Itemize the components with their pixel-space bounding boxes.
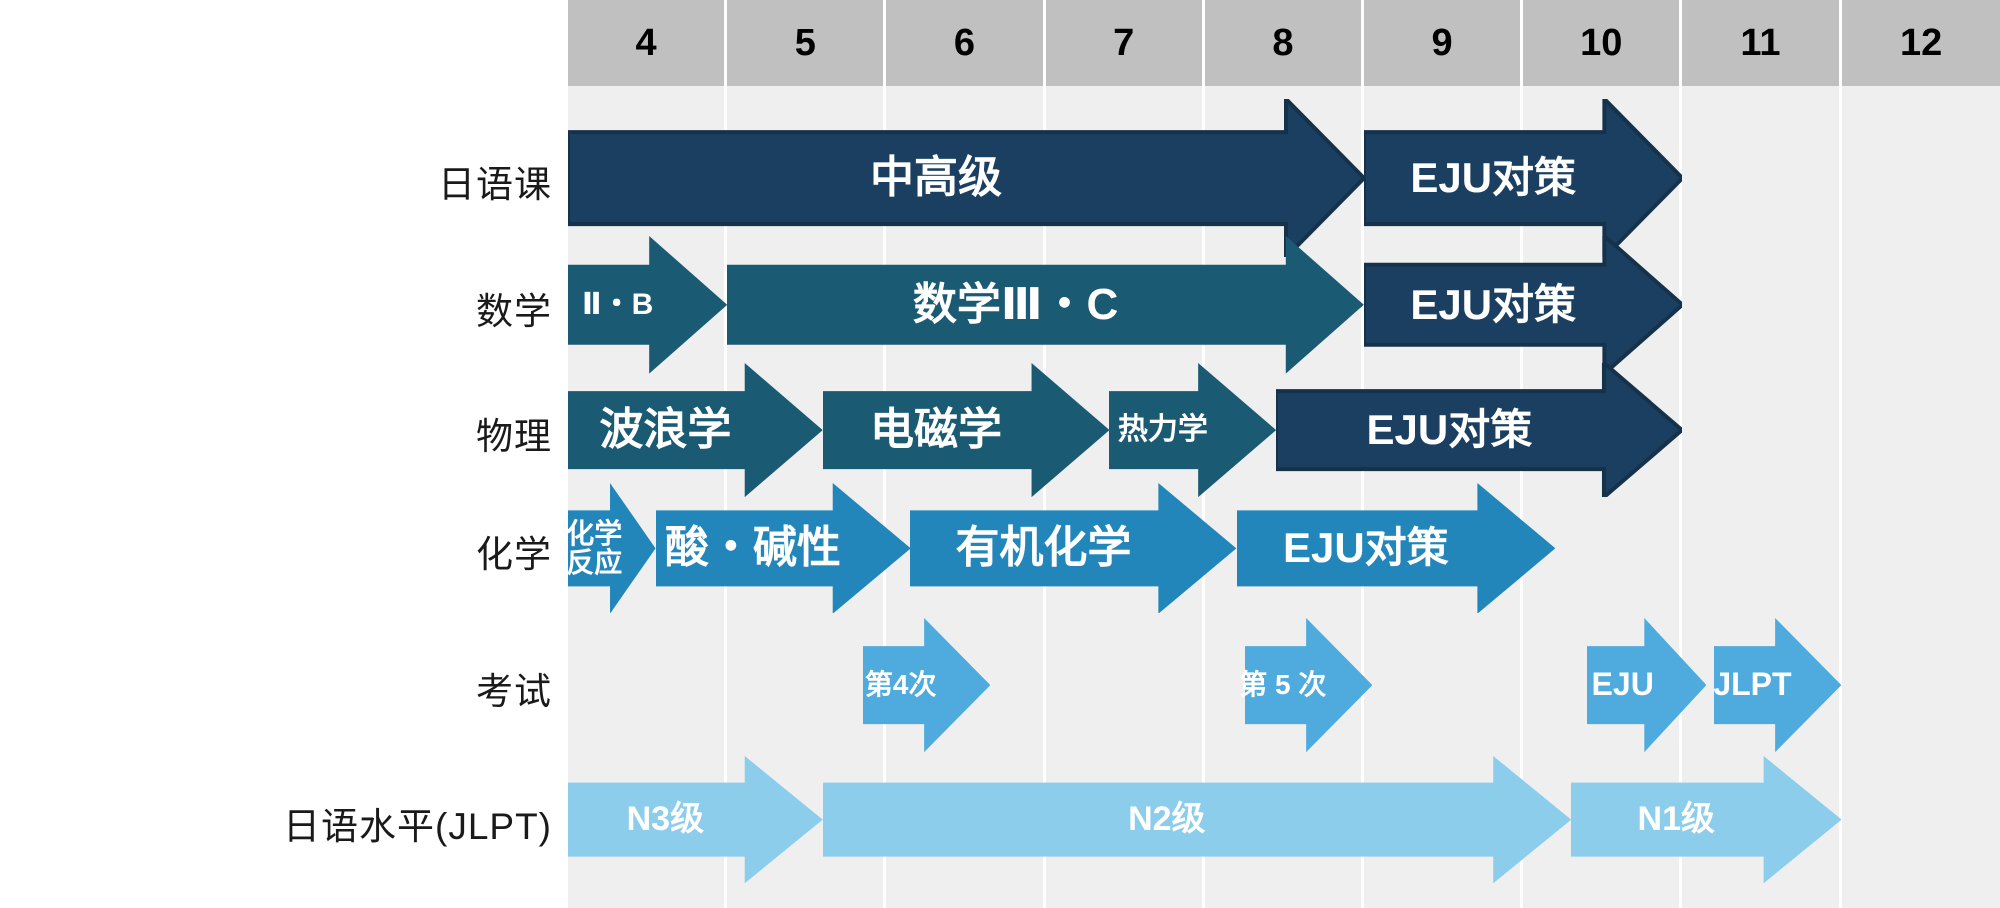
row-label-2: 物理 (476, 416, 552, 457)
arrow-shape-icon (727, 236, 1364, 374)
arrow-label: N2级 (1128, 800, 1206, 839)
arrow-shape-icon (568, 362, 823, 498)
arrow-shape-icon (1364, 236, 1683, 374)
month-header-cell-4[interactable]: 4 (568, 0, 728, 86)
arrow-label: EJU对策 (1410, 153, 1577, 201)
timeline-arrow[interactable]: 电磁学 (822, 362, 1110, 498)
arrow-shape-icon (568, 482, 656, 614)
arrow-label: EJU对策 (1366, 405, 1533, 453)
row-label-5: 日语水平(JLPT) (283, 806, 552, 847)
month-header-cell-7[interactable]: 7 (1045, 0, 1205, 86)
arrow-shape-icon (862, 617, 990, 753)
month-header-cell-9[interactable]: 9 (1364, 0, 1524, 86)
month-header-cell-10[interactable]: 10 (1523, 0, 1683, 86)
arrow-shape-icon (910, 482, 1237, 614)
timeline-arrow[interactable]: EJU对策 (1276, 362, 1683, 498)
timeline-arrow[interactable]: 中高级 (568, 98, 1364, 258)
month-header-cell-8[interactable]: 8 (1204, 0, 1364, 86)
row-label-4: 考试 (476, 671, 552, 712)
arrow-shape-icon (1276, 362, 1683, 498)
row-label-1: 数学 (476, 291, 552, 332)
arrow-label: 波浪学 (599, 404, 732, 454)
timeline-arrow[interactable]: N2级 (822, 756, 1571, 884)
arrow-label: Ⅱ・B (581, 288, 654, 322)
arrow-label: EJU对策 (1410, 280, 1577, 328)
arrow-shape-icon (822, 756, 1571, 884)
month-column-band (1523, 0, 1683, 908)
arrow-label: 中高级 (870, 152, 1002, 202)
arrow-label: 酸・碱性 (664, 522, 841, 572)
timeline-arrow[interactable]: 第4次 (862, 617, 990, 753)
arrow-shape-icon (1236, 482, 1556, 614)
arrow-shape-icon (1109, 362, 1277, 498)
arrow-label: 数学Ⅲ・C (912, 279, 1119, 329)
timeline-arrow[interactable]: 化学 反应 (566, 482, 656, 614)
timeline-arrow[interactable]: 酸・碱性 (655, 482, 911, 614)
arrow-shape-icon (655, 482, 911, 614)
month-column-band (1682, 0, 1842, 908)
arrow-shape-icon (822, 362, 1110, 498)
arrow-label: EJU (1591, 666, 1654, 703)
arrow-label: EJU对策 (1282, 523, 1449, 571)
arrow-shape-icon (568, 756, 823, 884)
timeline-arrow[interactable]: 有机化学 (910, 482, 1237, 614)
timeline-arrow[interactable]: EJU对策 (1364, 98, 1683, 258)
row-label-0: 日语课 (438, 164, 552, 205)
timeline-arrow[interactable]: EJU (1586, 617, 1707, 753)
arrow-label: N3级 (626, 800, 705, 839)
arrow-shape-icon (1586, 617, 1707, 753)
timeline-arrow[interactable]: EJU对策 (1236, 482, 1556, 614)
arrow-label: 第4次 (864, 669, 937, 701)
arrow-label: 热力学 (1117, 413, 1208, 447)
arrow-label: JLPT (1713, 666, 1792, 703)
month-header-cell-6[interactable]: 6 (886, 0, 1046, 86)
timeline-arrow[interactable]: 第 5 次 (1239, 617, 1372, 753)
timeline-arrow[interactable]: Ⅱ・B (568, 236, 728, 374)
month-header-cell-11[interactable]: 11 (1682, 0, 1842, 86)
arrow-shape-icon (1364, 98, 1683, 258)
arrow-label: 化学 反应 (566, 517, 623, 578)
arrow-shape-icon (568, 236, 728, 374)
arrow-label: 电磁学 (869, 404, 1002, 454)
arrow-label: N1级 (1637, 800, 1715, 839)
row-label-3: 化学 (476, 534, 552, 575)
timeline-arrow[interactable]: 波浪学 (568, 362, 823, 498)
timeline-arrow[interactable]: N3级 (568, 756, 823, 884)
timeline-arrow[interactable]: N1级 (1570, 756, 1842, 884)
timeline-arrow[interactable]: 数学Ⅲ・C (727, 236, 1364, 374)
month-header-cell-5[interactable]: 5 (727, 0, 887, 86)
arrow-shape-icon (1714, 617, 1842, 753)
timeline-arrow[interactable]: EJU对策 (1364, 236, 1683, 374)
arrow-label: 第 5 次 (1239, 669, 1327, 701)
arrow-shape-icon (568, 98, 1364, 258)
timeline-arrow[interactable]: JLPT (1713, 617, 1842, 753)
timeline-arrow[interactable]: 热力学 (1109, 362, 1277, 498)
arrow-shape-icon (1570, 756, 1842, 884)
month-column-band (1842, 0, 2000, 908)
arrow-shape-icon (1244, 617, 1372, 753)
month-header-cell-12[interactable]: 12 (1841, 0, 2000, 86)
arrow-label: 有机化学 (955, 522, 1132, 572)
